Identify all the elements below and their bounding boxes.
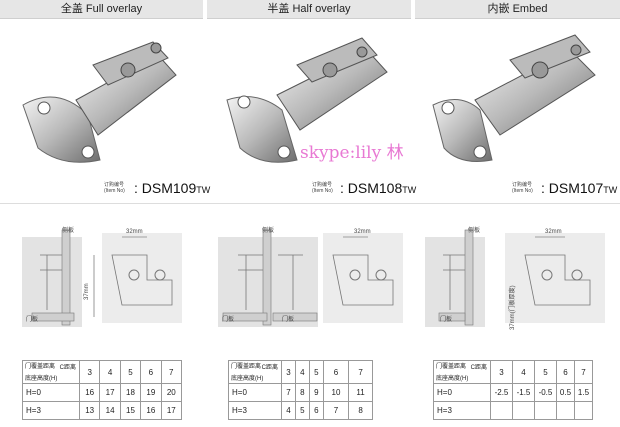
table-header-cell: C距离门覆盖距离底座高度(H) xyxy=(22,360,80,384)
hinge-image-half-overlay xyxy=(226,37,388,163)
table-cell: 4 xyxy=(281,401,296,420)
label-side-panel-2: 侧板 xyxy=(262,228,275,234)
table-col-header: 5 xyxy=(533,360,557,384)
table-cell: 19 xyxy=(140,383,162,402)
row-label: H=0 xyxy=(228,383,282,402)
label-37mm-1: 37mm xyxy=(84,283,90,300)
table-cell: 10 xyxy=(322,383,350,402)
header-half-overlay: 半盖 Half overlay xyxy=(207,0,411,19)
table-col-header: 7 xyxy=(348,360,373,384)
item-number-1: : DSM109TW xyxy=(134,180,211,196)
watermark-text: skype:lily 林 xyxy=(300,143,404,163)
table-header-cell: C距离门覆盖距离底座高度(H) xyxy=(433,360,491,384)
table-cell: 17 xyxy=(99,383,121,402)
table-cell xyxy=(533,401,557,420)
table-cell: 8 xyxy=(348,401,373,420)
table-cell: 16 xyxy=(140,401,162,420)
table-row: H=3 xyxy=(433,401,594,420)
label-37mm-3: 37mm(门板厚度) xyxy=(510,285,516,330)
row-label: H=3 xyxy=(22,401,80,420)
item-number-3: : DSM107TW xyxy=(541,180,618,196)
table-cell: 9 xyxy=(308,383,324,402)
table-col-header: 6 xyxy=(140,360,162,384)
diagram-half-overlay xyxy=(218,229,403,327)
spec-table-half-overlay: C距离门覆盖距离底座高度(H) 3 4 5 6 7 H=0 7 8 9 10 1… xyxy=(228,360,373,420)
label-32mm-2: 32mm xyxy=(354,229,371,235)
item-caption-1: 订购编号(Item No) xyxy=(104,182,125,194)
header-embed: 内嵌 Embed xyxy=(415,0,620,19)
item-caption-3: 订购编号(Item No) xyxy=(512,182,533,194)
table-col-header: 4 xyxy=(294,360,310,384)
table-col-header: 6 xyxy=(322,360,350,384)
table-col-header: 3 xyxy=(78,360,101,384)
label-door-3: 门板 xyxy=(440,317,453,323)
table-cell: -2.5 xyxy=(490,383,513,402)
table-cell: 14 xyxy=(99,401,121,420)
table-cell: 0.5 xyxy=(555,383,575,402)
row-label: H=3 xyxy=(433,401,491,420)
table-cell xyxy=(555,401,575,420)
table-cell: 7 xyxy=(281,383,296,402)
label-32mm-1: 32mm xyxy=(126,229,143,235)
row-label: H=0 xyxy=(22,383,80,402)
spec-table-full-overlay: C距离门覆盖距离底座高度(H) 3 4 5 6 7 H=0 16 17 18 1… xyxy=(22,360,183,420)
table-col-header: 7 xyxy=(160,360,183,384)
table-cell: -0.5 xyxy=(533,383,557,402)
table-cell xyxy=(511,401,535,420)
label-door-2b: 门板 xyxy=(282,317,295,323)
table-cell: 13 xyxy=(78,401,101,420)
label-door-1: 门板 xyxy=(26,317,39,323)
table-row: H=0 -2.5 -1.5 -0.5 0.5 1.5 xyxy=(433,383,594,402)
table-col-header: 7 xyxy=(573,360,594,384)
row-label: H=3 xyxy=(228,401,282,420)
hinge-image-embed xyxy=(432,34,596,162)
table-col-header: 3 xyxy=(281,360,296,384)
item-number-2: : DSM108TW xyxy=(340,180,417,196)
table-cell: 16 xyxy=(78,383,101,402)
table-cell: 6 xyxy=(308,401,324,420)
table-cell: 5 xyxy=(294,401,310,420)
table-cell xyxy=(490,401,513,420)
table-cell: 11 xyxy=(348,383,373,402)
table-header-cell: C距离门覆盖距离底座高度(H) xyxy=(228,360,282,384)
table-cell: 1.5 xyxy=(573,383,594,402)
table-cell: 17 xyxy=(160,401,183,420)
table-col-header: 5 xyxy=(308,360,324,384)
diagram-full-overlay xyxy=(22,229,182,327)
table-col-header: 5 xyxy=(119,360,142,384)
table-col-header: 6 xyxy=(555,360,575,384)
table-row: H=0 16 17 18 19 20 xyxy=(22,383,183,402)
table-cell xyxy=(573,401,594,420)
table-row: H=0 7 8 9 10 11 xyxy=(228,383,373,402)
diagram-embed xyxy=(425,229,605,327)
header-full-overlay: 全盖 Full overlay xyxy=(0,0,203,19)
table-cell: 7 xyxy=(322,401,350,420)
label-side-panel-1: 侧板 xyxy=(62,228,75,234)
table-row: H=3 4 5 6 7 8 xyxy=(228,401,373,420)
item-caption-2: 订购编号(Item No) xyxy=(312,182,333,194)
row-label: H=0 xyxy=(433,383,491,402)
table-cell: 8 xyxy=(294,383,310,402)
table-cell: 15 xyxy=(119,401,142,420)
label-door-2: 门板 xyxy=(222,317,235,323)
table-col-header: 4 xyxy=(511,360,535,384)
table-row: H=3 13 14 15 16 17 xyxy=(22,401,183,420)
table-col-header: 4 xyxy=(99,360,121,384)
table-col-header: 3 xyxy=(490,360,513,384)
section-divider xyxy=(0,203,620,204)
hinge-image-full-overlay xyxy=(22,41,177,163)
label-32mm-3: 32mm xyxy=(545,229,562,235)
table-cell: 20 xyxy=(160,383,183,402)
spec-table-embed: C距离门覆盖距离底座高度(H) 3 4 5 6 7 H=0 -2.5 -1.5 … xyxy=(433,360,594,420)
table-cell: -1.5 xyxy=(511,383,535,402)
label-side-panel-3: 侧板 xyxy=(468,228,481,234)
table-cell: 18 xyxy=(119,383,142,402)
